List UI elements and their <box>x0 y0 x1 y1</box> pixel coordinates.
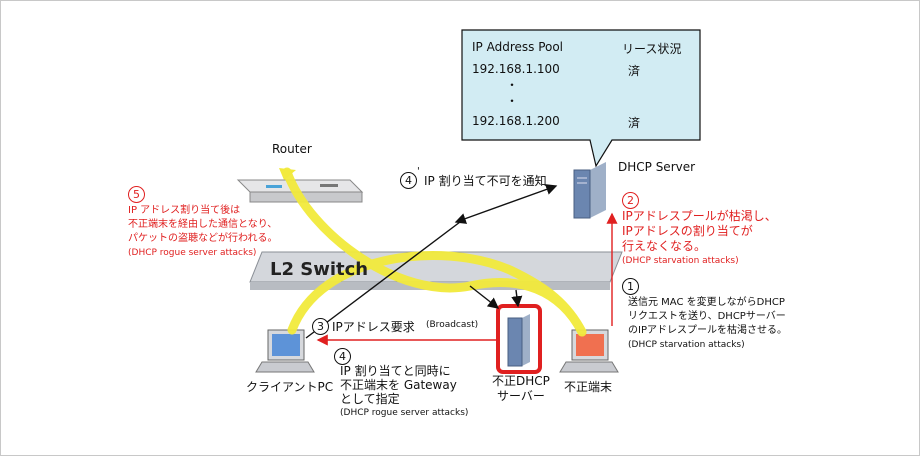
client-pc-device <box>255 329 315 373</box>
pool-header-title: IP Address Pool <box>472 40 564 54</box>
switch-label: L2 Switch <box>270 259 369 280</box>
step-3-number: 3 <box>312 318 329 335</box>
rogue-terminal-label: 不正端末 <box>564 380 613 394</box>
pool-row-status: 済 <box>628 64 641 78</box>
step-2-text: IPアドレスプールが枯渇し、 IPアドレスの割り当てが 行えなくなる。 (DHC… <box>622 209 777 266</box>
ip-pool-bubble <box>461 29 701 168</box>
step-4b-number: 4 <box>400 172 417 189</box>
step-4b-label: IP 割り当て不可を通知 <box>424 174 547 188</box>
dhcp-server-device <box>573 162 606 219</box>
step-2-number: 2 <box>622 192 639 209</box>
pool-row-ip: 192.168.1.200 <box>472 114 560 128</box>
router-device <box>236 179 364 203</box>
pool-ellipsis: ・ <box>506 94 519 108</box>
step-3-tag: (Broadcast) <box>426 320 479 330</box>
arrow-notify <box>454 184 558 224</box>
arrow-broadcast-down <box>469 285 500 309</box>
step-4-text: IP 割り当てと同時に 不正端末を Gateway として指定 (DHCP ro… <box>340 364 469 418</box>
step-5-text: IP アドレス割り当て後は 不正端末を経由した通信となり、 パケットの盗聴などが… <box>128 205 278 258</box>
pool-row-ip: 192.168.1.100 <box>472 62 560 76</box>
pool-ellipsis: ・ <box>506 78 519 92</box>
arrow-request-to-switch <box>305 221 461 339</box>
yellow-traffic-paths <box>282 167 587 337</box>
pool-row-status: 済 <box>628 116 641 130</box>
step-1-number: 1 <box>622 278 639 295</box>
rogue-terminal-device <box>559 329 619 373</box>
yellow-arrowhead <box>279 168 296 180</box>
step-5-number: 5 <box>128 186 145 203</box>
router-label: Router <box>272 142 312 156</box>
step-3-label: IPアドレス要求 <box>332 320 415 334</box>
step-1-text: 送信元 MAC を変更しながらDHCP リクエストを送り、DHCPサーバー のI… <box>628 297 787 350</box>
pool-header-status: リース状況 <box>622 42 682 56</box>
rogue-dhcp-label: 不正DHCP サーバー <box>492 374 550 403</box>
dhcp-server-label: DHCP Server <box>618 160 696 174</box>
step-4b-prime: ' <box>417 166 420 177</box>
rogue-dhcp-device <box>496 304 542 374</box>
step-4-number: 4 <box>334 348 351 365</box>
client-pc-label: クライアントPC <box>246 380 334 394</box>
arrow-switch-to-rogue <box>511 289 523 308</box>
